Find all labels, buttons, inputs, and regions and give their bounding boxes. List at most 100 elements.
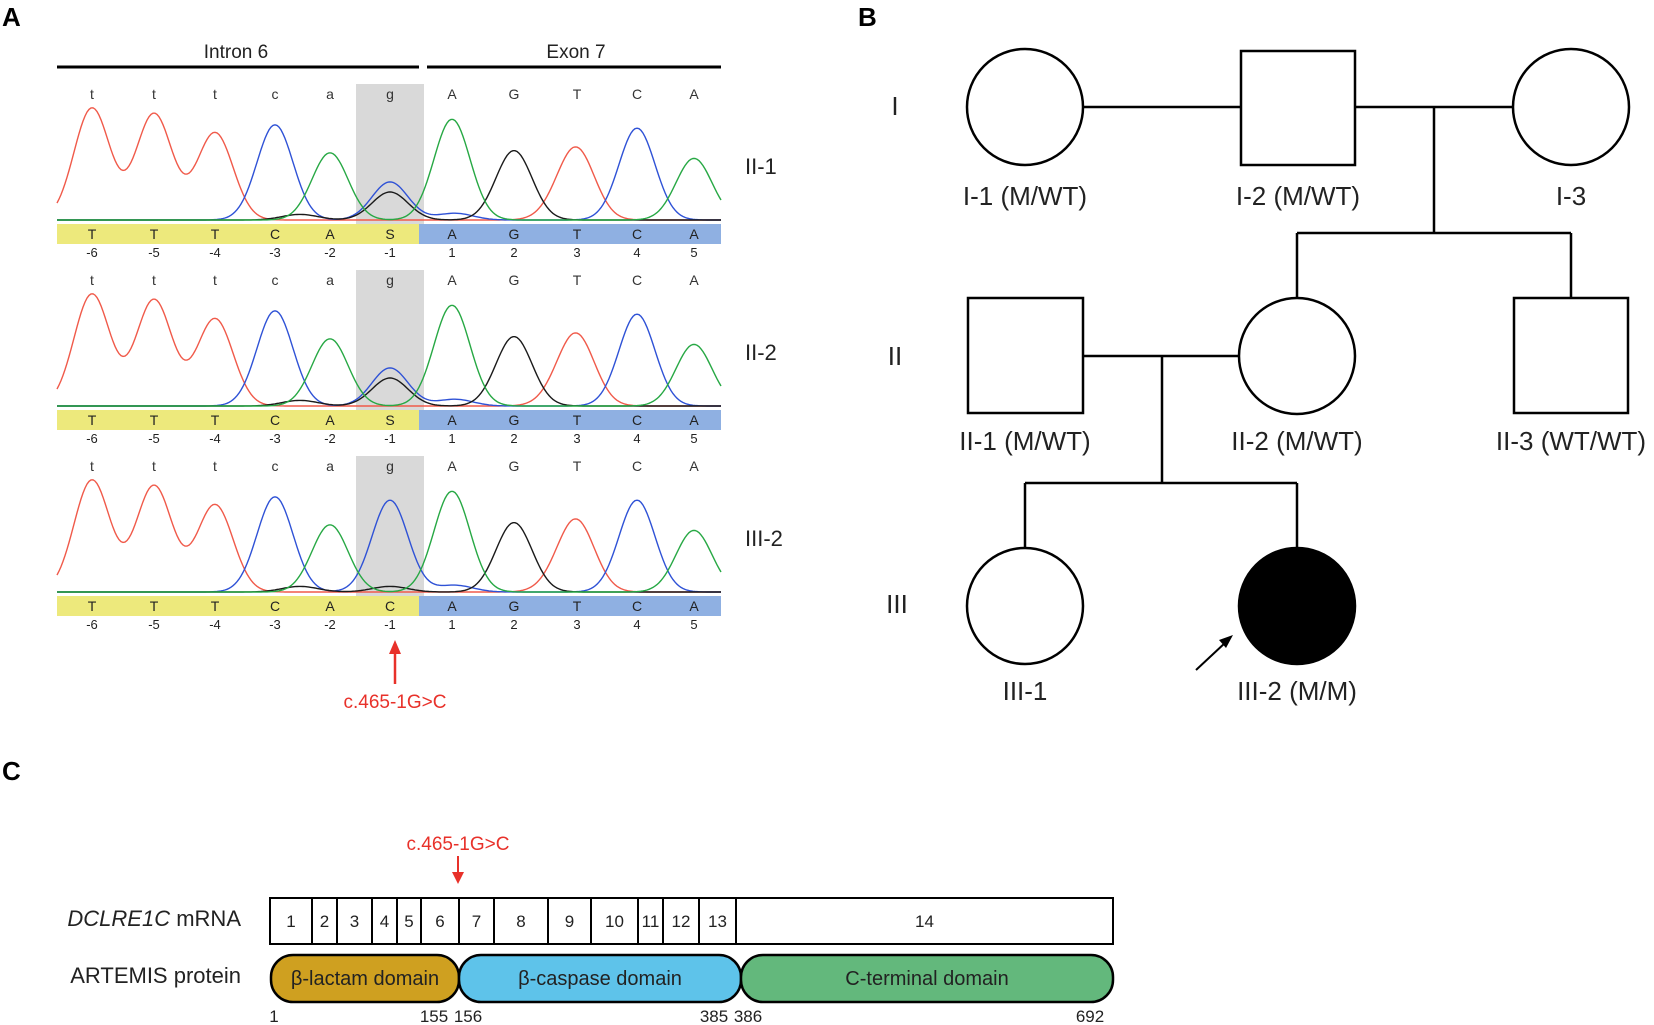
exon-2-label: 2 (320, 912, 329, 931)
reference-base: t (152, 458, 156, 474)
exon-5-box (396, 897, 422, 945)
reference-base: G (509, 272, 520, 288)
exon-6-label: 6 (435, 912, 444, 931)
called-base: C (270, 226, 280, 242)
intron-base-bar (57, 410, 419, 430)
base-position: 2 (510, 245, 517, 260)
exon-4-label: 4 (380, 912, 389, 931)
called-base: G (509, 598, 520, 614)
protein-domain-3 (739, 953, 1115, 1004)
reference-base: T (573, 458, 582, 474)
called-base: C (270, 412, 280, 428)
base-position: 2 (510, 431, 517, 446)
called-base: A (447, 598, 457, 614)
mrna-suffix: mRNA (170, 906, 241, 931)
individual-ii-3-label: II-3 (WT/WT) (1496, 426, 1646, 456)
individual-ii-2-label: II-2 (M/WT) (1231, 426, 1362, 456)
generation-label-iii: III (886, 589, 908, 619)
called-base: T (88, 412, 97, 428)
base-position: -2 (324, 617, 336, 632)
base-position: 5 (690, 617, 697, 632)
called-base: C (385, 598, 395, 614)
splice-site-highlight (356, 456, 424, 596)
exon-8-label: 8 (516, 912, 525, 931)
exon-base-bar (419, 224, 721, 244)
called-base: A (325, 412, 335, 428)
called-base: T (573, 598, 582, 614)
called-base: T (150, 412, 159, 428)
reference-base: c (272, 458, 279, 474)
called-base: A (689, 598, 699, 614)
proband-arrow-shaft (1195, 641, 1227, 671)
reference-base: A (689, 86, 699, 102)
exon-8-box (493, 897, 549, 945)
reference-base: t (152, 86, 156, 102)
exon-10-label: 10 (605, 912, 624, 931)
individual-iii-2-affected-symbol (1237, 546, 1357, 666)
reference-base: c (272, 272, 279, 288)
reference-base: C (632, 272, 642, 288)
base-position: 1 (448, 245, 455, 260)
residue-position-label: 692 (1076, 1007, 1104, 1025)
called-base: T (150, 598, 159, 614)
residue-position-label: 1 (269, 1007, 278, 1025)
called-base: C (270, 598, 280, 614)
trace-a (57, 304, 722, 407)
mutation-label-c: c.465-1G>C (407, 834, 510, 855)
panel-b-letter: B (858, 2, 877, 32)
gene-protein-panel: c.465-1G>C DCLRE1C mRNA ARTEMIS protein … (67, 834, 1115, 1025)
residue-position-label: 155 (420, 1007, 448, 1025)
reference-base: c (272, 86, 279, 102)
residue-position-label: 386 (734, 1007, 762, 1025)
base-position: 5 (690, 245, 697, 260)
called-base: C (632, 412, 642, 428)
exon-12-box (662, 897, 700, 945)
individual-i-1-symbol (965, 47, 1085, 167)
base-position: 4 (633, 431, 640, 446)
called-base: G (509, 412, 520, 428)
reference-base: a (326, 458, 334, 474)
reference-base: g (386, 86, 394, 102)
individual-i-2-label: I-2 (M/WT) (1236, 181, 1360, 211)
base-position: 3 (573, 431, 580, 446)
protein-domain-2-label: β-caspase domain (518, 968, 682, 990)
base-position: -1 (384, 431, 396, 446)
protein-domain-3-label: C-terminal domain (845, 968, 1008, 990)
base-position: -6 (86, 245, 98, 260)
called-base: C (632, 226, 642, 242)
reference-base: a (326, 272, 334, 288)
base-position: -1 (384, 245, 396, 260)
exon-base-bar (419, 596, 721, 616)
individual-i-1-label: I-1 (M/WT) (963, 181, 1087, 211)
base-position: 3 (573, 617, 580, 632)
called-base: A (447, 412, 457, 428)
mutation-arrowhead-a (389, 640, 401, 654)
exon-12-label: 12 (672, 912, 691, 931)
exon-7-label: 7 (472, 912, 481, 931)
base-position: 1 (448, 617, 455, 632)
sample-label: III-2 (745, 526, 783, 551)
reference-base: C (632, 458, 642, 474)
protein-domain-track: β-lactam domain β-caspase domain C-termina… (269, 953, 1115, 1025)
protein-domain-1-label: β-lactam domain (291, 968, 439, 990)
exon-base-bar (419, 410, 721, 430)
reference-base: T (573, 86, 582, 102)
exon-3-label: 3 (350, 912, 359, 931)
reference-base: a (326, 86, 334, 102)
sample-label: II-2 (745, 340, 777, 365)
called-base: T (88, 598, 97, 614)
base-position: -2 (324, 245, 336, 260)
base-position: 1 (448, 431, 455, 446)
reference-base: A (689, 458, 699, 474)
called-base: C (632, 598, 642, 614)
mrna-row-label: DCLRE1C mRNA (67, 906, 241, 931)
exon-13-label: 13 (708, 912, 727, 931)
base-position: -4 (209, 617, 221, 632)
reference-base: t (213, 458, 217, 474)
intron-base-bar (57, 224, 419, 244)
called-base: T (211, 226, 220, 242)
individual-ii-1-label: II-1 (M/WT) (959, 426, 1090, 456)
